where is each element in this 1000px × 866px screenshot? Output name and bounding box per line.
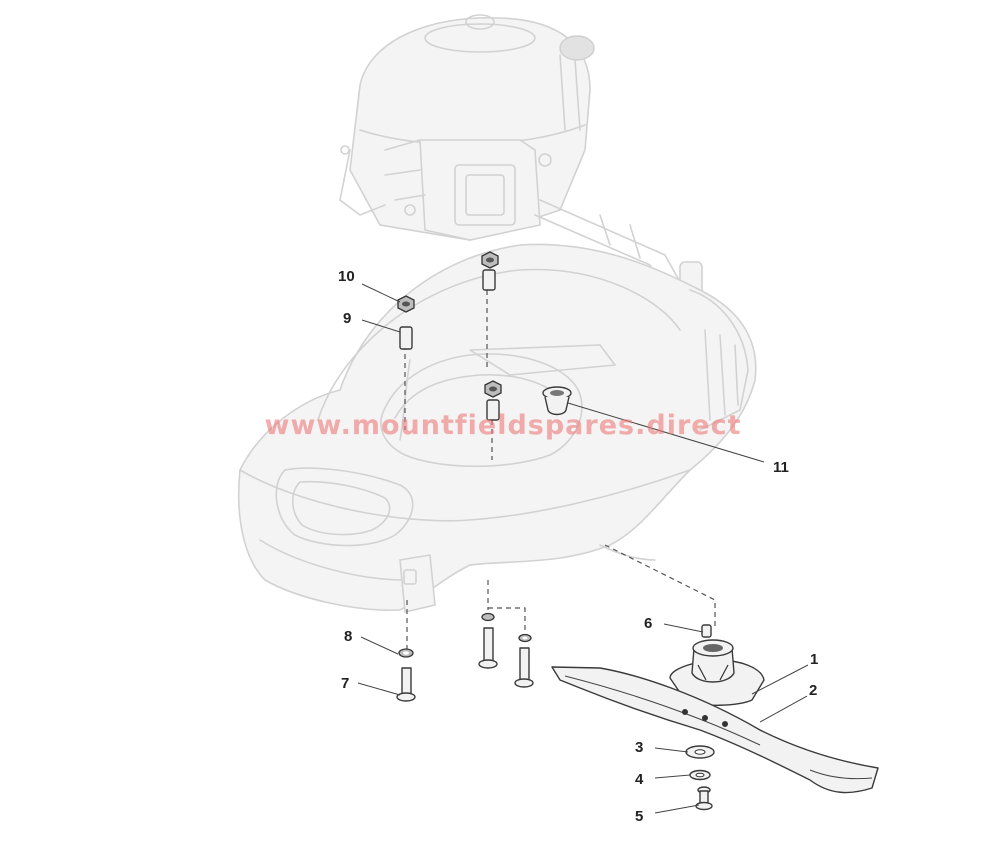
engine-ghost [339,14,595,241]
leader-lines [357,283,809,814]
blade-fixings [685,745,715,811]
callouts: 1 2 3 4 5 6 7 8 9 10 11 [338,268,818,825]
callout-11: 11 [773,459,789,476]
callout-2: 2 [809,682,817,699]
blade-adaptor [669,624,765,706]
callout-4: 4 [635,771,644,788]
assembly-guides [404,290,716,650]
callout-3: 3 [635,739,643,756]
bolts-center [478,612,534,688]
callout-6: 6 [644,615,652,632]
watermark-text: www.mountfieldspares.direct [264,410,742,441]
cutting-blade [551,666,879,794]
spacer-nut-center-top [481,251,499,291]
callout-7: 7 [341,675,349,692]
bolt-left [396,648,416,702]
callout-10: 10 [338,268,355,285]
callout-9: 9 [343,310,351,327]
spacer-nut-center [484,380,502,421]
bushing [542,386,572,416]
callout-5: 5 [635,808,643,825]
spacer-nut-left [397,295,415,350]
mower-deck-ghost [237,243,757,613]
callout-8: 8 [344,628,352,645]
callout-1: 1 [810,651,818,668]
